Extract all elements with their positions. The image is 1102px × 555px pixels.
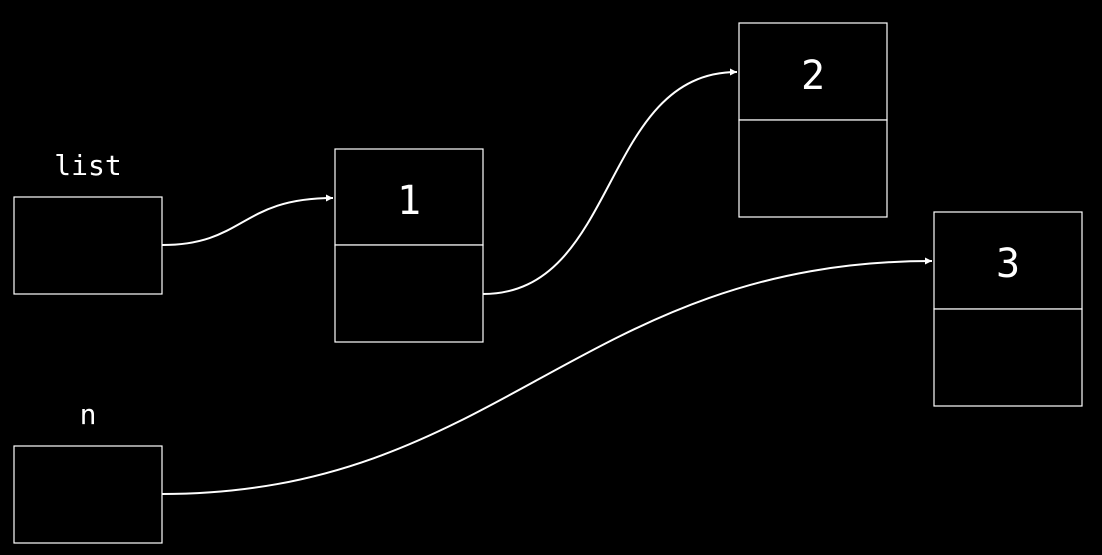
variable-list: list bbox=[13, 149, 163, 295]
pointer-node-1-to-node-2 bbox=[482, 68, 738, 295]
node-3: 3 bbox=[933, 211, 1083, 407]
node-2-next-cell bbox=[738, 119, 888, 218]
node-1-next-cell bbox=[334, 244, 484, 343]
node-1-value-cell bbox=[334, 148, 484, 246]
variable-list-box bbox=[13, 196, 163, 295]
node-2-value-cell bbox=[738, 22, 888, 121]
variable-n: n bbox=[13, 398, 163, 544]
variable-n-label: n bbox=[80, 398, 97, 431]
pointer-n-to-node-3 bbox=[161, 257, 933, 495]
variable-n-box bbox=[13, 445, 163, 544]
node-3-next-cell bbox=[933, 308, 1083, 407]
node-2: 2 bbox=[738, 22, 888, 218]
node-2-value: 2 bbox=[801, 53, 825, 99]
pointer-list-to-node-1 bbox=[161, 194, 334, 246]
variable-list-label: list bbox=[54, 149, 121, 182]
node-1: 1 bbox=[334, 148, 484, 343]
node-3-value-cell bbox=[933, 211, 1083, 310]
node-1-value: 1 bbox=[397, 178, 421, 224]
node-3-value: 3 bbox=[996, 241, 1020, 287]
